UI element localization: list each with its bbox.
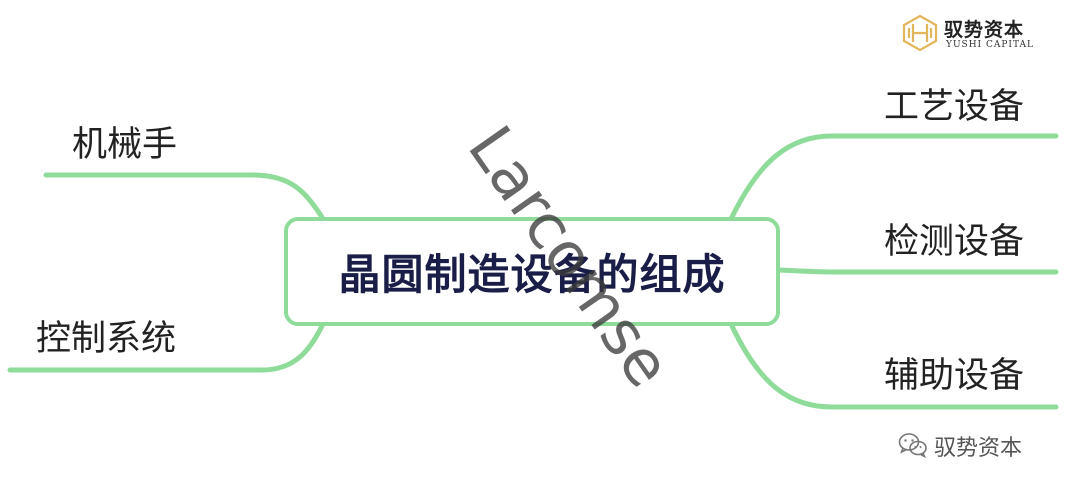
branch-left-2: 控制系统: [36, 319, 177, 359]
brand-subtitle: YUSHI CAPITAL: [946, 40, 1034, 50]
connector-left-1: [43, 172, 325, 220]
connector-right-1: [729, 133, 1059, 220]
center-node-label: 晶圆制造设备的组成: [338, 250, 726, 299]
branch-left-1: 机械手: [72, 125, 178, 165]
connector-left-2: [7, 323, 325, 373]
wechat-account-name: 驭势资本: [934, 436, 1023, 461]
branch-right-3: 辅助设备: [884, 356, 1025, 396]
branch-right-2: 检测设备: [884, 222, 1025, 262]
center-node: 晶圆制造设备的组成: [284, 217, 780, 326]
brand-name: 驭势资本: [944, 19, 1025, 41]
brand-mark-icon: [902, 14, 938, 52]
brand-logo: 驭势资本 YUSHI CAPITAL: [902, 14, 1042, 56]
branch-right-1: 工艺设备: [884, 87, 1025, 127]
wechat-icon: [898, 433, 927, 458]
connector-right-3: [729, 323, 1059, 410]
connector-right-2: [777, 267, 1059, 275]
